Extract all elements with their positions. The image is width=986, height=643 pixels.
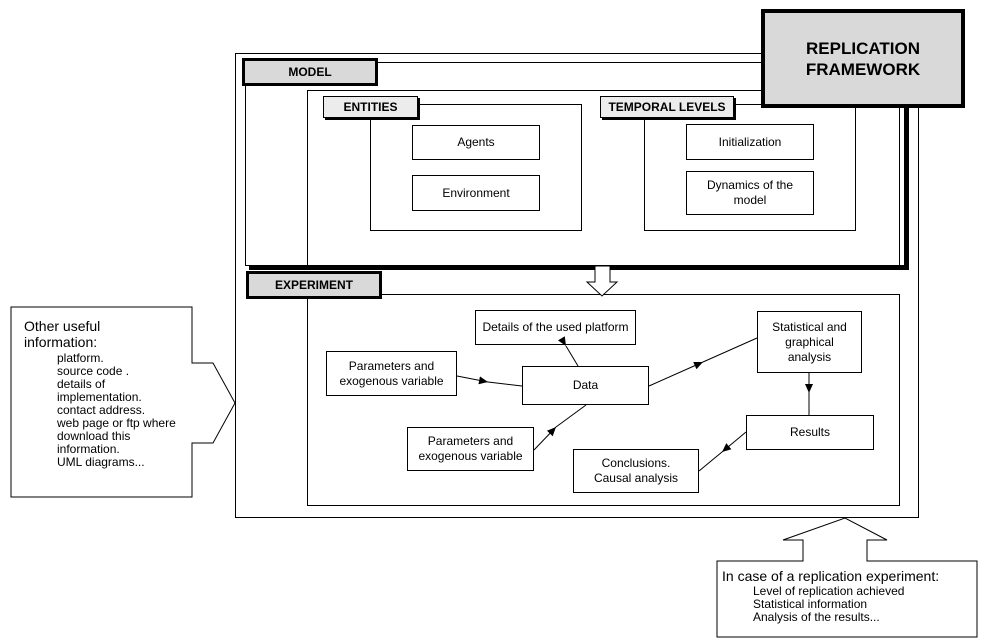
replication-case-list: Level of replication achieved Statistica… [753, 585, 904, 624]
params-bottom-to-data-line [555, 404, 587, 428]
platform-box: Details of the used platform [475, 310, 636, 345]
results-to-conclusions-line [698, 451, 723, 472]
results-box: Results [746, 415, 874, 450]
title-line-2: FRAMEWORK [805, 59, 921, 79]
list-item: download this [57, 429, 131, 443]
other-info-title: Other useful information: [24, 318, 100, 350]
other-info-callout [10, 306, 236, 498]
replication-case-callout [716, 517, 978, 638]
list-item: information. [57, 442, 120, 456]
analysis-box: Statistical and graphical analysis [757, 311, 862, 373]
other-info-list: platform. source code . details of imple… [57, 352, 176, 469]
environment-box: Environment [412, 175, 540, 211]
parameters-bottom-box: Parameters and exogenous variable [407, 427, 534, 471]
entities-header: ENTITIES [323, 96, 418, 118]
replication-framework-title: REPLICATION FRAMEWORK [761, 9, 965, 108]
list-item: Level of replication achieved [753, 584, 905, 598]
title-line-1: REPLICATION [806, 38, 920, 58]
dynamics-box: Dynamics of the model [686, 171, 814, 215]
data-box: Data [522, 366, 649, 405]
list-item: source code . [57, 364, 130, 378]
parameters-top-box: Parameters and exogenous variable [326, 351, 457, 396]
platform-to-data-connector [557, 336, 579, 367]
params-bottom-to-data-connector [533, 426, 557, 451]
list-item: Analysis of the results... [753, 610, 880, 624]
data-to-analysis-connector [648, 361, 704, 387]
list-item: platform. [57, 351, 104, 365]
results-to-conclusions-connector [721, 431, 747, 453]
list-item: contact address. [57, 403, 146, 417]
list-item: implementation. [57, 390, 142, 404]
conclusions-box: Conclusions. Causal analysis [573, 449, 699, 493]
model-header: MODEL [242, 58, 378, 86]
params-top-to-data-connector [456, 375, 489, 385]
model-to-experiment-arrow [585, 265, 619, 297]
experiment-header: EXPERIMENT [246, 271, 382, 299]
initialization-box: Initialization [686, 124, 814, 160]
data-to-analysis-line [702, 337, 758, 363]
other-info-title-line-2: information: [24, 334, 98, 350]
agents-box: Agents [412, 125, 540, 160]
other-info-title-line-1: Other useful [24, 318, 101, 334]
list-item: UML diagrams... [57, 455, 145, 469]
temporal-levels-header: TEMPORAL LEVELS [600, 96, 734, 118]
list-item: details of [57, 377, 106, 391]
replication-case-title: In case of a replication experiment: [722, 568, 940, 584]
params-top-to-data-line [487, 381, 523, 387]
list-item: Statistical information [753, 597, 868, 611]
list-item: web page or ftp where [57, 416, 176, 430]
